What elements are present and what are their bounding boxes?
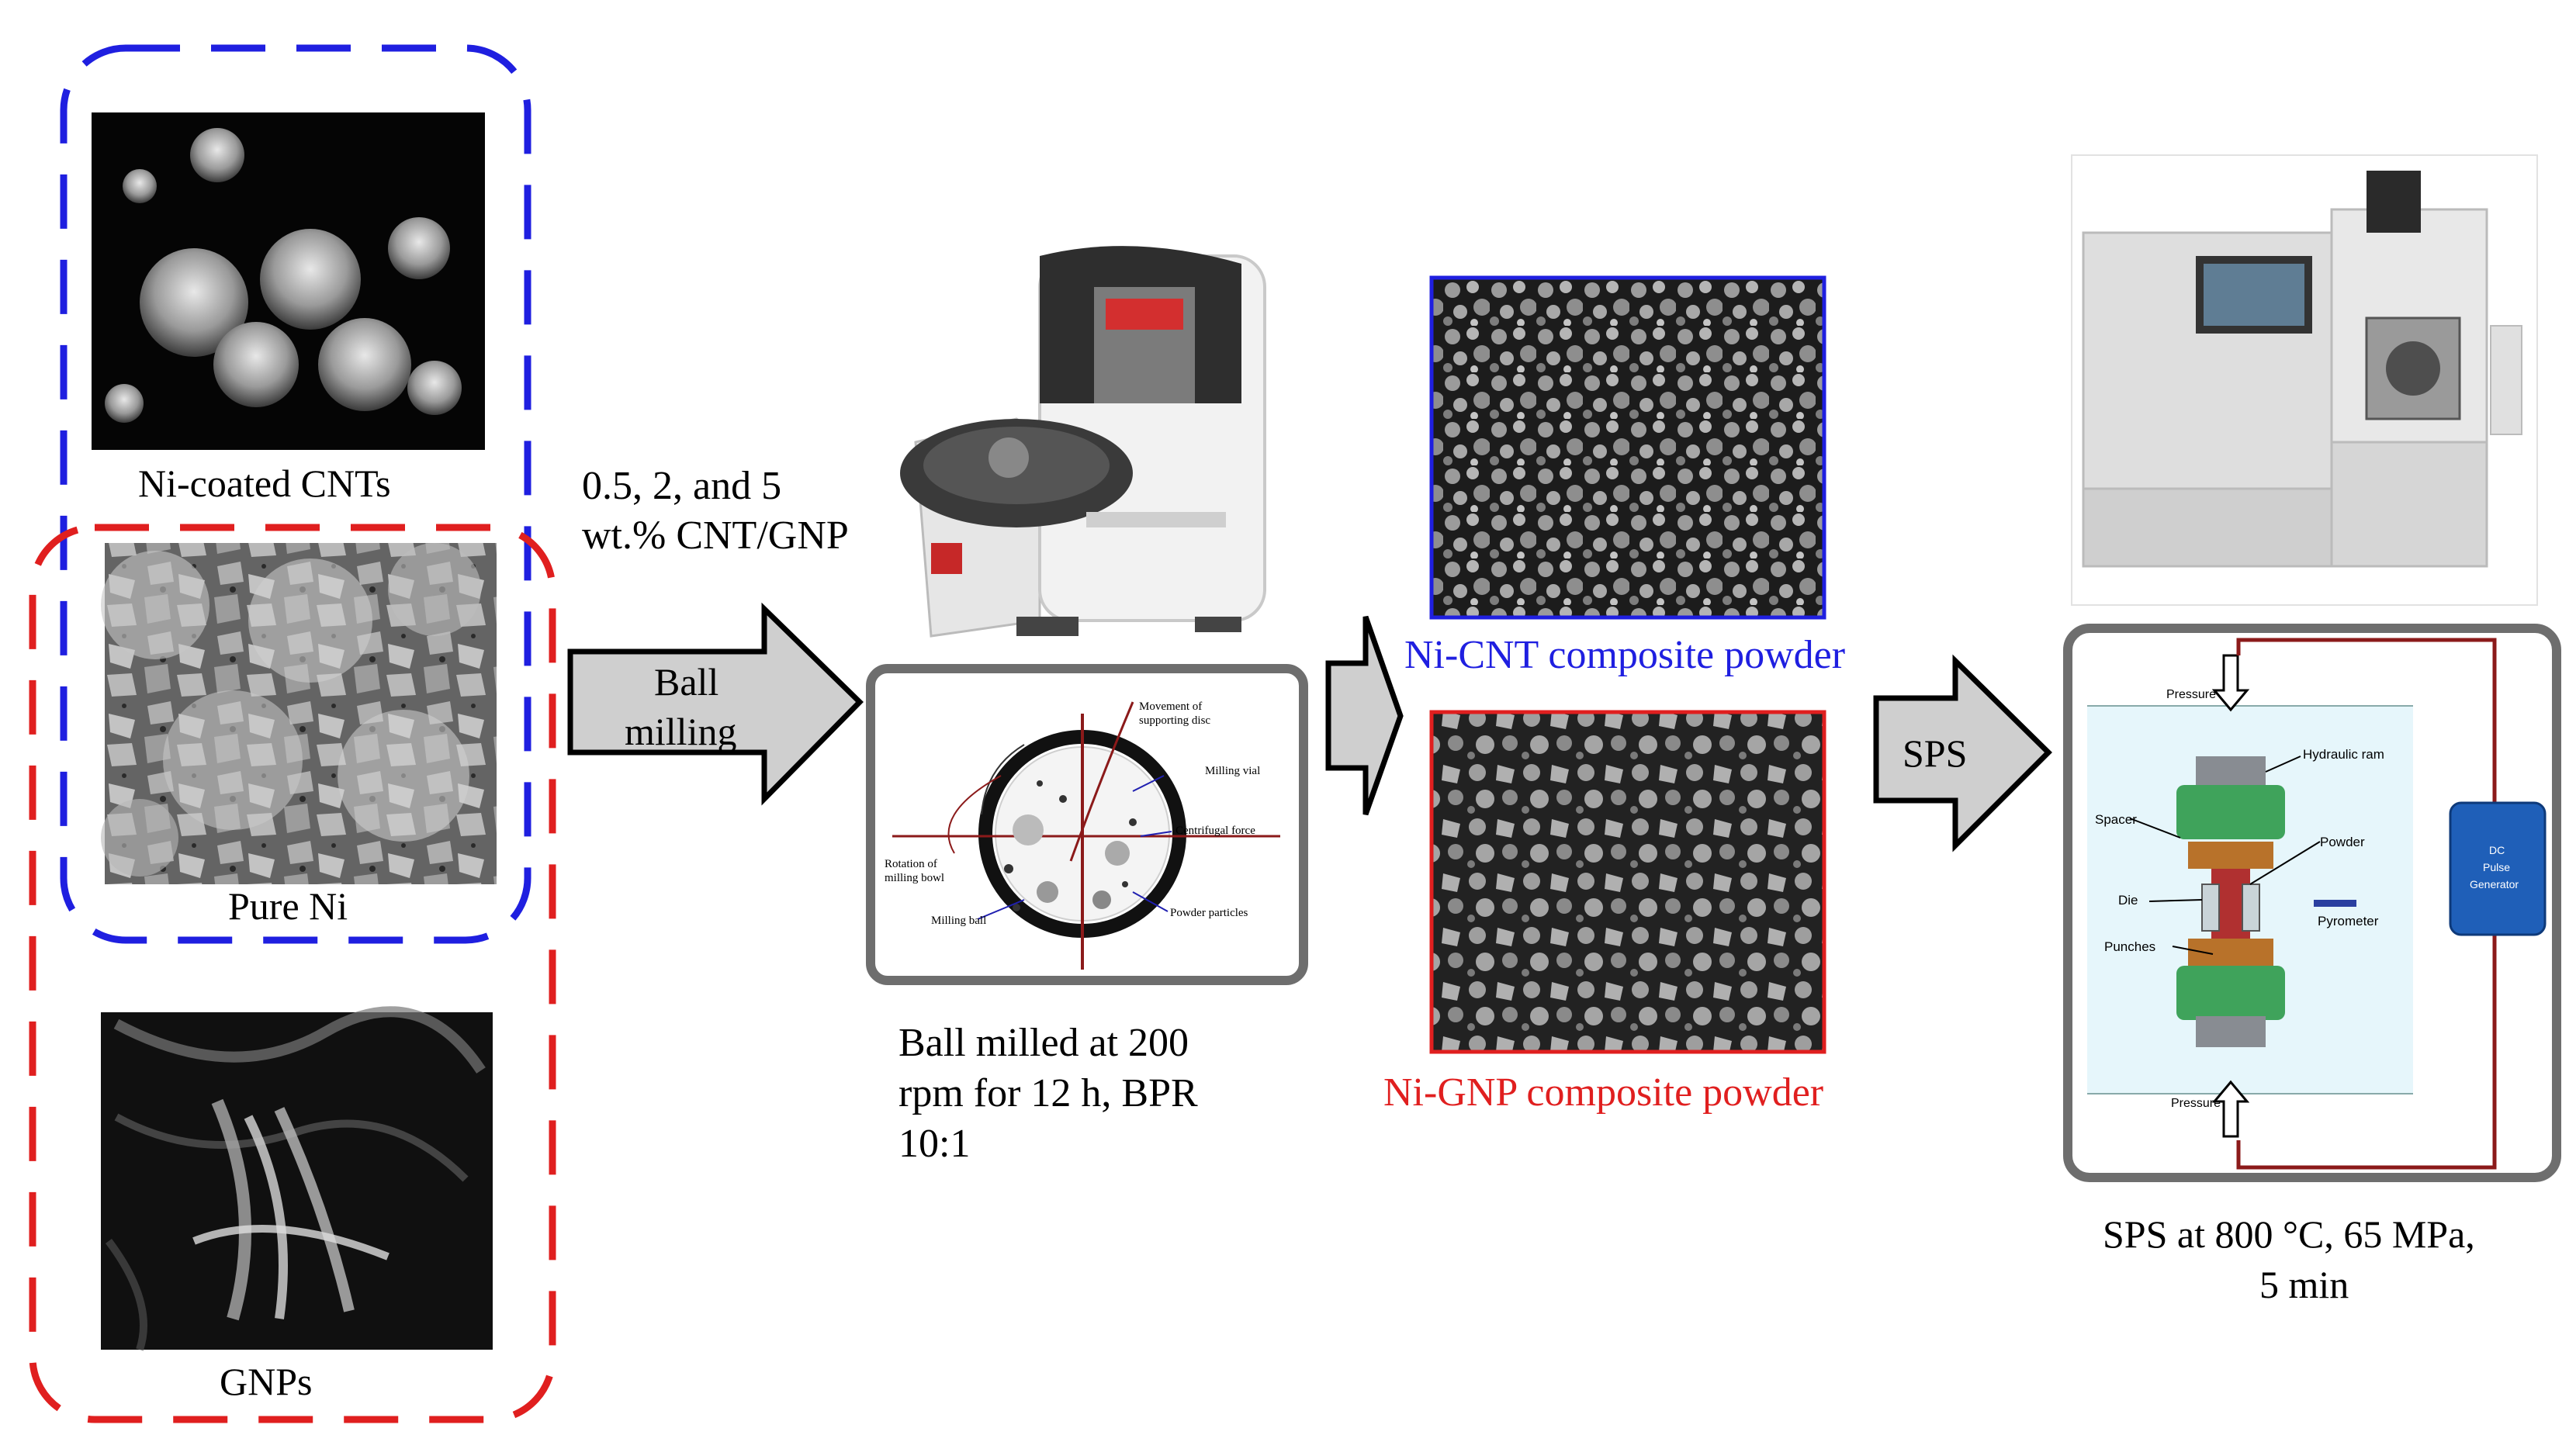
inset-milling-ball: Milling ball	[931, 915, 987, 927]
sps-label-hydraulic-ram: Hydraulic ram	[2303, 747, 2384, 762]
sps-label-dc-3: Generator	[2470, 878, 2519, 890]
sps-schematic	[2087, 638, 2547, 1170]
sps-label-punches: Punches	[2104, 939, 2156, 954]
inset-powder-particles: Powder particles	[1170, 907, 1248, 919]
inset-rotation-line-2: milling bowl	[885, 872, 945, 884]
milling-caption-line-1: Ball milled at 200	[898, 1021, 1189, 1065]
sps-arrow-label: SPS	[1903, 731, 1968, 775]
composition-line-1: 0.5, 2, and 5	[582, 464, 782, 508]
ni-group-dashed-frame	[29, 524, 556, 1423]
caption-ni-gnp-composite: Ni-GNP composite powder	[1383, 1070, 1824, 1115]
sps-arrow	[1873, 654, 2052, 852]
inset-milling-vial: Milling vial	[1205, 765, 1261, 777]
sps-caption-line-1: SPS at 800 °C, 65 MPa,	[2103, 1212, 2475, 1256]
ball-milling-label-line-1: Ball	[654, 660, 719, 704]
sem-image-ni-coated-cnts	[92, 112, 485, 450]
composition-line-2: wt.% CNT/GNP	[582, 514, 849, 558]
milling-schematic	[892, 701, 1280, 970]
ball-milling-arrow	[567, 602, 864, 806]
sps-machine-image	[2071, 154, 2538, 606]
to-composites-arrow	[1325, 615, 1404, 816]
sps-label-pressure-bottom: Pressure	[2171, 1097, 2221, 1110]
label-pure-ni: Pure Ni	[228, 884, 348, 928]
sem-image-ni-cnt-composite	[1429, 275, 1826, 620]
cnt-group-dashed-frame	[60, 44, 531, 944]
sps-label-dc-1: DC	[2489, 844, 2505, 856]
sps-label-dc-2: Pulse	[2483, 861, 2511, 873]
label-gnps: GNPs	[220, 1360, 313, 1403]
label-ni-coated-cnts: Ni-coated CNTs	[138, 462, 391, 505]
ball-milling-label-line-2: milling	[625, 710, 737, 753]
sps-caption-line-2: 5 min	[2259, 1263, 2349, 1306]
milling-caption-line-2: rpm for 12 h, BPR	[898, 1071, 1198, 1115]
sps-label-spacer: Spacer	[2095, 812, 2137, 827]
sps-label-pressure-top: Pressure	[2166, 688, 2217, 701]
inset-movement-line-1: Movement of	[1139, 700, 1203, 713]
inset-centrifugal: Centrifugal force	[1175, 825, 1255, 837]
sps-label-die: Die	[2118, 893, 2138, 908]
sem-image-gnps	[101, 1006, 493, 1351]
sem-image-pure-ni	[101, 543, 497, 884]
caption-ni-cnt-composite: Ni-CNT composite powder	[1404, 633, 1846, 677]
sps-label-pyrometer: Pyrometer	[2318, 914, 2379, 928]
sps-label-powder: Powder	[2320, 835, 2365, 849]
inset-rotation-line-1: Rotation of	[885, 858, 937, 870]
milling-caption-line-3: 10:1	[898, 1122, 971, 1166]
inset-movement-line-2: supporting disc	[1139, 714, 1211, 727]
ball-mill-machine-image	[900, 246, 1266, 638]
sem-image-ni-gnp-composite	[1429, 710, 1826, 1054]
